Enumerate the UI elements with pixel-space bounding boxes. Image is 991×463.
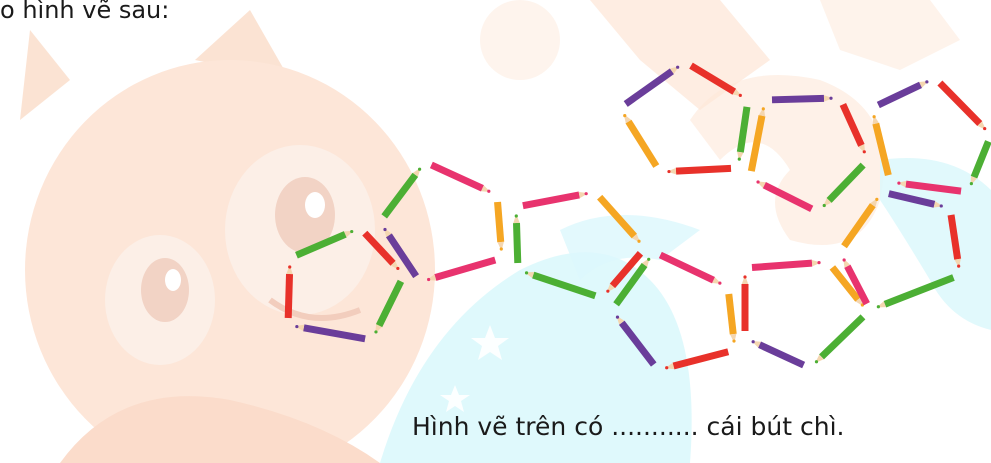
intro-text: o hình vẽ sau: — [0, 0, 170, 24]
pencil-10 — [381, 167, 422, 219]
pencil-34 — [623, 113, 660, 168]
pencil-37 — [839, 102, 866, 154]
mascot-watermark-icon — [20, 10, 435, 463]
pencil-2 — [362, 230, 400, 271]
pencil-40 — [747, 106, 766, 172]
pencil-17 — [725, 293, 737, 344]
pencil-45 — [872, 114, 892, 177]
pencil-28 — [876, 274, 955, 309]
pencil-6 — [429, 161, 491, 193]
pencil-21 — [751, 259, 822, 271]
pencil-25 — [741, 275, 749, 331]
pencil-23 — [814, 314, 866, 364]
pencil-38 — [822, 162, 866, 208]
pencil-36 — [771, 94, 834, 104]
pencil-15 — [513, 213, 522, 264]
pencil-4 — [294, 324, 366, 343]
pencil-41 — [876, 80, 929, 109]
pencil-42 — [937, 80, 987, 131]
pencil-11 — [522, 191, 589, 210]
pencil-31 — [689, 62, 743, 97]
pencil-9 — [383, 227, 420, 279]
pencil-29 — [842, 258, 870, 306]
pencil-30 — [841, 197, 879, 249]
pencil-44 — [896, 180, 962, 195]
pencil-33 — [666, 164, 732, 175]
pencil-7 — [494, 201, 505, 252]
pencil-1 — [295, 229, 354, 259]
pencil-13 — [606, 251, 644, 293]
question-text: Hình vẽ trên có ........... cái bút chì. — [412, 412, 845, 441]
pencil-27 — [947, 214, 962, 269]
pencil-26 — [888, 190, 944, 208]
pencil-12 — [597, 194, 641, 243]
pencil-8 — [426, 256, 497, 282]
pencil-35 — [623, 65, 680, 107]
pencil-3 — [374, 279, 405, 334]
pencil-16 — [658, 251, 722, 285]
pencil-39 — [756, 180, 814, 213]
pencil-14 — [524, 271, 597, 300]
pencil-43 — [969, 140, 991, 186]
pencil-20 — [613, 257, 651, 307]
pencil-18 — [664, 348, 730, 370]
pencil-24 — [751, 340, 806, 369]
watermark-star-icons — [440, 325, 509, 412]
pencil-5 — [284, 264, 294, 319]
pencil-19 — [615, 315, 657, 367]
pencil-32 — [736, 106, 751, 162]
